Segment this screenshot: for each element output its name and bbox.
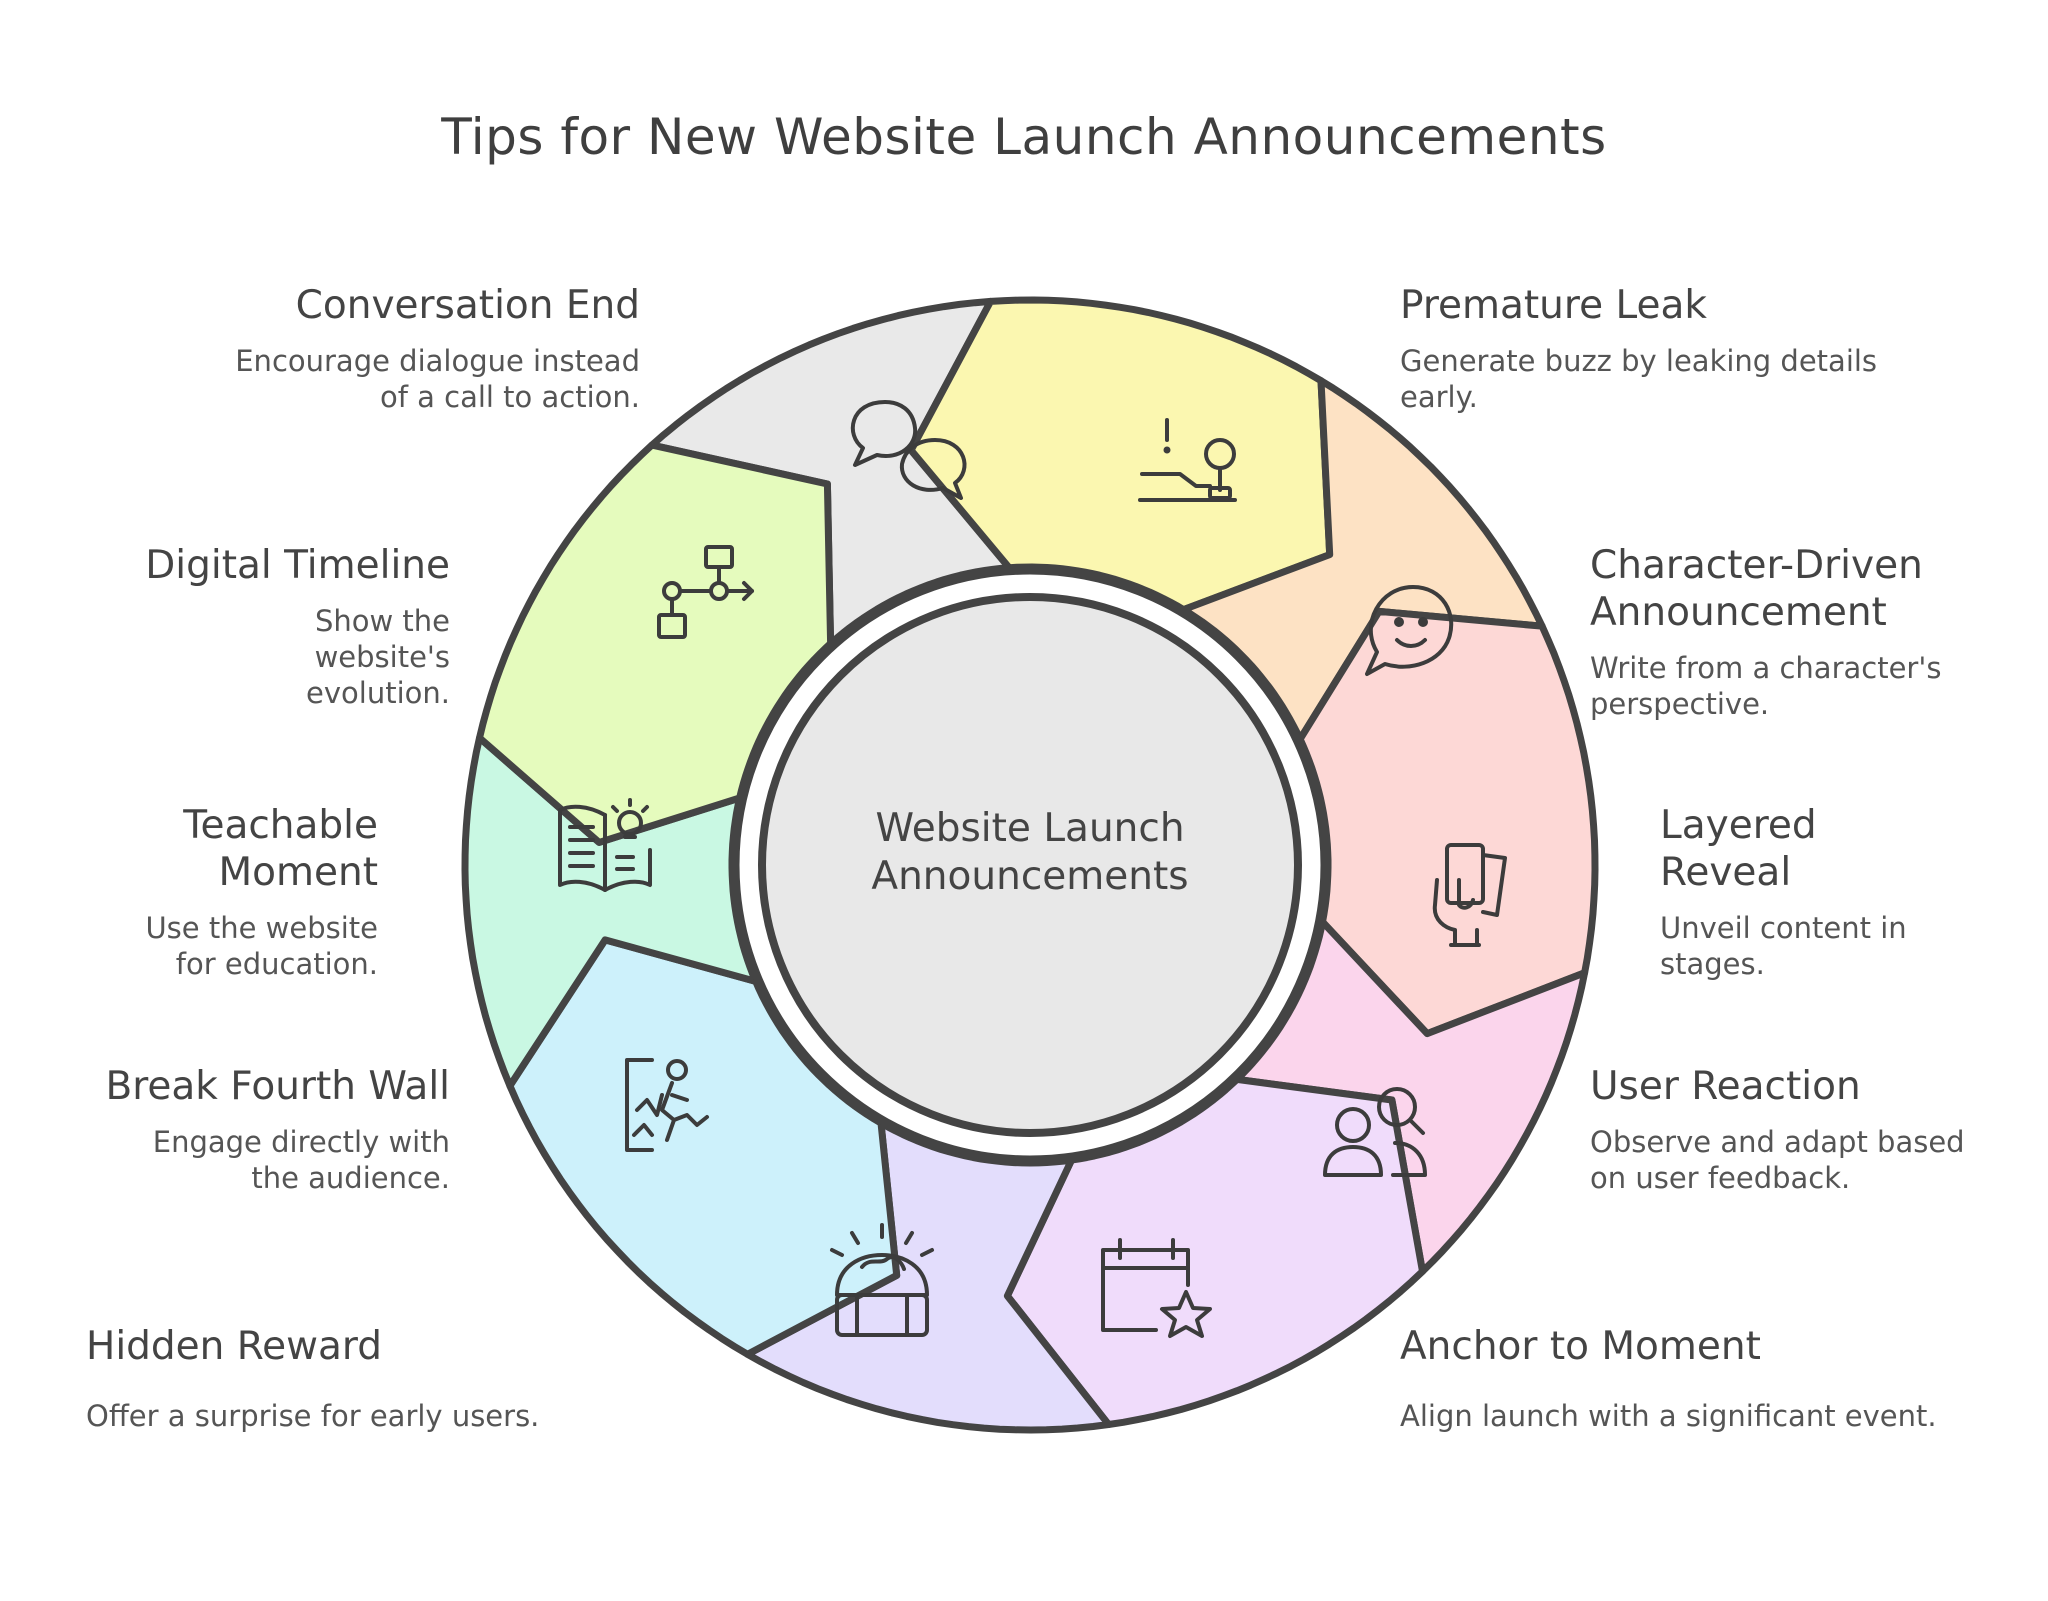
- label-title: Layered Reveal: [1660, 803, 1817, 895]
- label-desc: Unveil content in stages.: [1660, 911, 1907, 981]
- label-premature-leak: Premature Leak Generate buzz by leaking …: [1400, 282, 1960, 415]
- label-desc: Write from a character's perspective.: [1590, 651, 1942, 721]
- label-desc: Show the website's evolution.: [306, 604, 450, 710]
- label-title: Premature Leak: [1400, 283, 1707, 328]
- label-desc: Encourage dialogue instead of a call to …: [235, 344, 640, 414]
- users-search-icon: [1323, 1087, 1427, 1177]
- label-character-driven: Character-Driven Announcement Write from…: [1590, 542, 2010, 722]
- icons-layer: [558, 400, 1507, 1338]
- center-circle: [730, 565, 1330, 1165]
- label-desc: Engage directly with the audience.: [152, 1125, 450, 1195]
- label-title: Anchor to Moment: [1400, 1324, 1761, 1369]
- label-break-fourth-wall: Break Fourth Wall Engage directly with t…: [0, 1063, 450, 1196]
- label-title: Teachable Moment: [183, 803, 378, 895]
- hand-cards-icon: [1432, 843, 1507, 947]
- breaking-wall-icon: [625, 1058, 709, 1152]
- label-title: User Reaction: [1590, 1064, 1861, 1109]
- smiley-speech-icon: [1365, 585, 1454, 676]
- calendar-star-icon: [1101, 1238, 1212, 1338]
- label-teachable-moment: Teachable Moment Use the website for edu…: [0, 802, 378, 982]
- label-desc: Offer a surprise for early users.: [86, 1399, 540, 1433]
- label-title: Break Fourth Wall: [105, 1064, 450, 1109]
- label-desc: Generate buzz by leaking details early.: [1400, 344, 1878, 414]
- page-title: Tips for New Website Launch Announcement…: [441, 108, 1607, 166]
- label-user-reaction: User Reaction Observe and adapt based on…: [1590, 1063, 2010, 1196]
- label-digital-timeline: Digital Timeline Show the website's evol…: [0, 542, 450, 711]
- leak-alert-icon: [1138, 418, 1237, 502]
- label-desc: Observe and adapt based on user feedback…: [1590, 1125, 1965, 1195]
- label-title: Digital Timeline: [145, 543, 450, 588]
- flowchart-icon: [657, 545, 754, 639]
- label-hidden-reward: Hidden Reward Offer a surprise for early…: [86, 1323, 646, 1434]
- label-desc: Use the website for education.: [145, 911, 378, 981]
- center-label-line2: Announcements: [871, 854, 1189, 899]
- label-conversation-end: Conversation End Encourage dialogue inst…: [80, 282, 640, 415]
- label-desc: Align launch with a significant event.: [1400, 1399, 1937, 1433]
- label-anchor-to-moment: Anchor to Moment Align launch with a sig…: [1400, 1323, 2000, 1434]
- label-title: Hidden Reward: [86, 1324, 383, 1369]
- center-label-line1: Website Launch: [875, 806, 1185, 851]
- center-label: Website Launch Announcements: [830, 805, 1230, 901]
- book-bulb-icon: [558, 798, 652, 892]
- chat-bubbles-icon: [850, 400, 967, 500]
- label-layered-reveal: Layered Reveal Unveil content in stages.: [1660, 802, 1960, 982]
- label-title: Character-Driven Announcement: [1590, 543, 1923, 635]
- label-title: Conversation End: [295, 283, 640, 328]
- treasure-chest-icon: [830, 1223, 934, 1337]
